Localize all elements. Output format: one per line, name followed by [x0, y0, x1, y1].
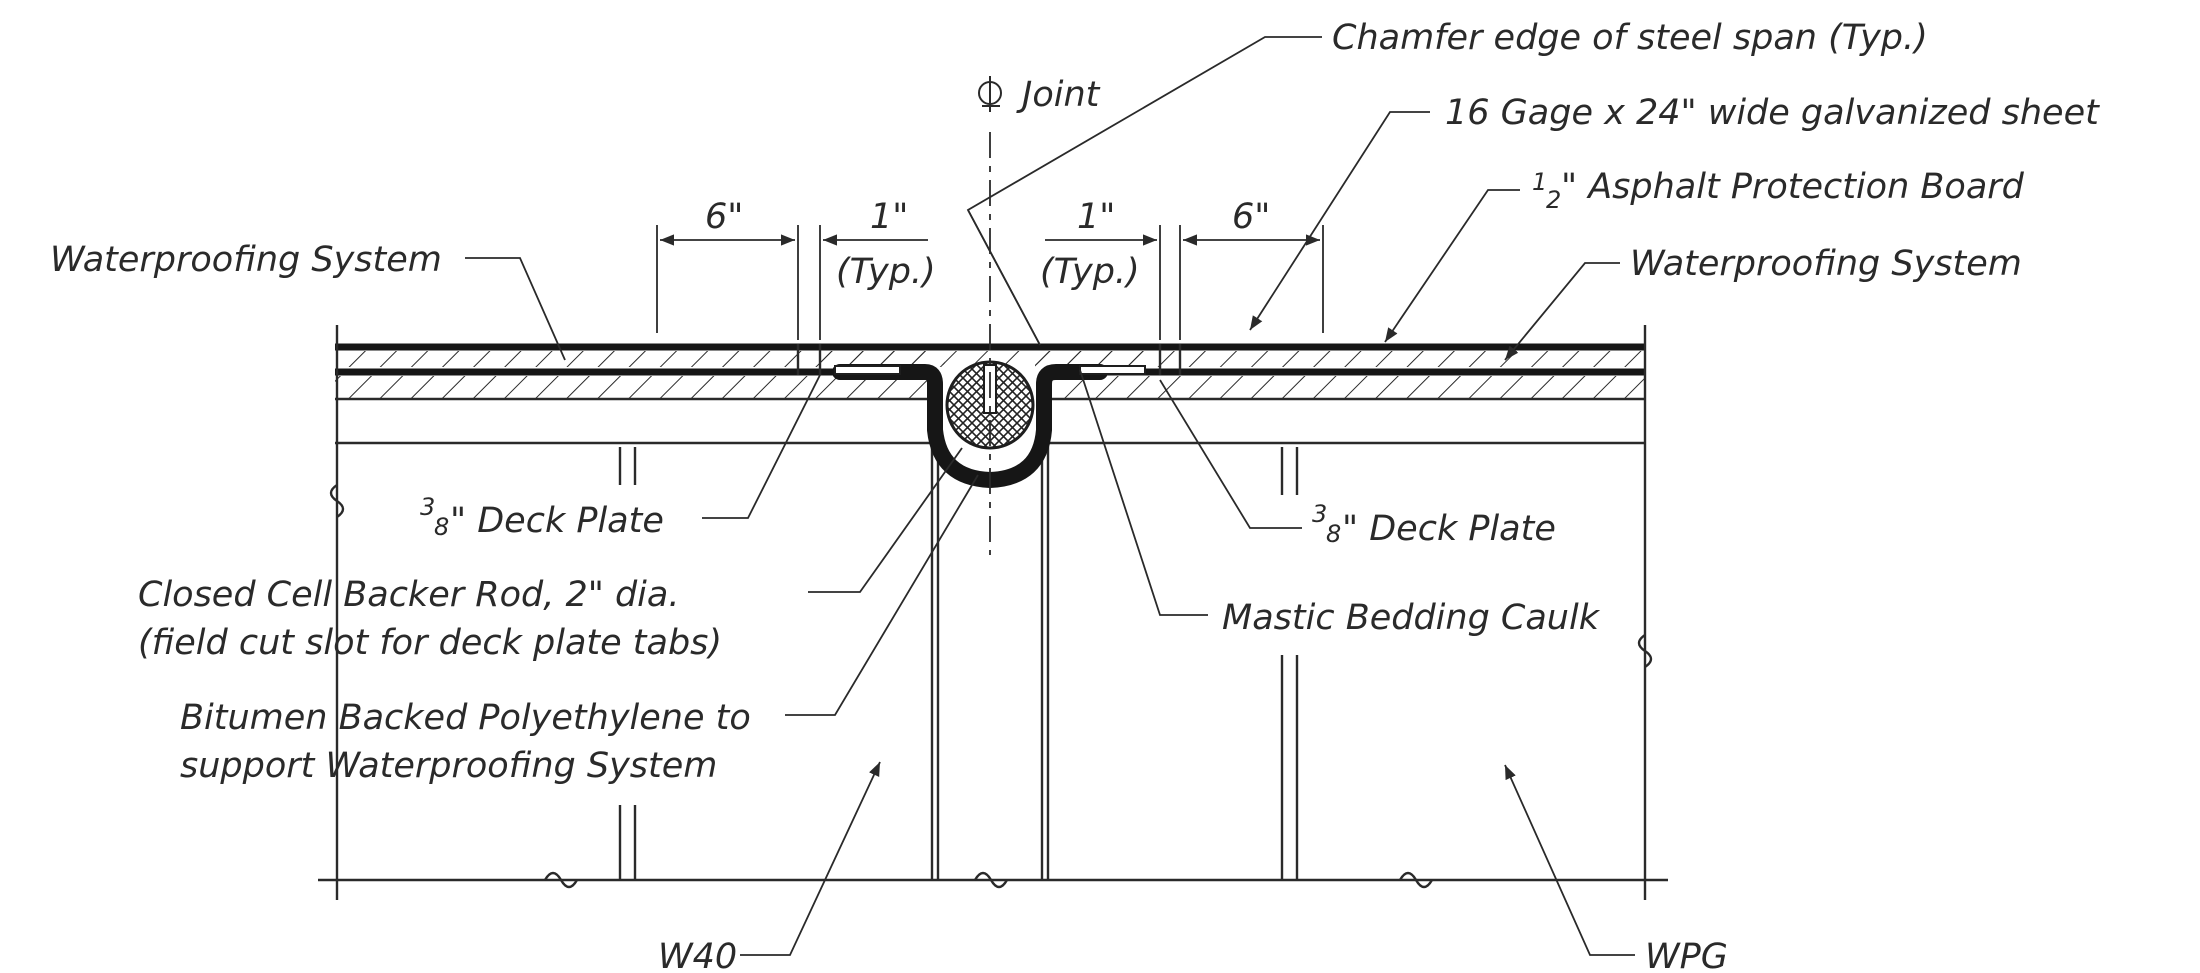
- beam-webs: [318, 445, 1668, 889]
- leader-backer-rod: [808, 447, 963, 593]
- deck-plate-hatch-left: [335, 376, 935, 398]
- cl-joint-label: Joint: [1016, 75, 1101, 115]
- deck-plate-left-text: " Deck Plate: [450, 501, 664, 541]
- label-deck-plate-right: 3 8 " Deck Plate: [1312, 500, 1556, 549]
- dim-right-1: 1": [1077, 197, 1115, 237]
- deck-plate-hatch-right: [1045, 376, 1645, 398]
- label-wpg: WPG: [1645, 937, 1728, 973]
- dimension-lines: 6" 1" (Typ.) 1" (Typ.) 6": [656, 197, 1324, 340]
- leader-waterproofing-right: [1504, 262, 1620, 361]
- leader-deck-plate-left: [702, 374, 821, 519]
- left-break-mark: [329, 484, 345, 518]
- label-w40: W40: [658, 937, 737, 973]
- dim-left-1: 1": [870, 197, 908, 237]
- bottom-break-mark-2: [973, 871, 1009, 889]
- label-mastic-bedding-caulk: Mastic Bedding Caulk: [1222, 598, 1601, 638]
- asphalt-board-fraction-num: 1: [1532, 168, 1547, 196]
- label-backer-rod-line2: (field cut slot for deck plate tabs): [138, 623, 722, 663]
- leader-deck-plate-right: [1159, 379, 1302, 529]
- leader-w40: [740, 761, 881, 956]
- label-waterproofing-right: Waterproofing System: [1630, 244, 2022, 284]
- deck-plate-left-num: 3: [420, 493, 435, 521]
- label-waterproofing-left: Waterproofing System: [50, 240, 442, 280]
- deck-layers: [329, 325, 1653, 900]
- label-galvanized-sheet: 16 Gage x 24" wide galvanized sheet: [1445, 93, 2100, 133]
- label-deck-plate-left: 3 8 " Deck Plate: [420, 493, 664, 541]
- deck-plate-right-text: " Deck Plate: [1342, 509, 1556, 549]
- leader-chamfer-2: [967, 209, 1041, 346]
- centerline-symbol: [978, 76, 1002, 112]
- asphalt-board-fraction-den: 2: [1546, 186, 1561, 214]
- label-bitumen-line2: support Waterproofing System: [180, 746, 717, 786]
- leader-waterproofing-left: [465, 257, 566, 361]
- dim-left-6: 6": [705, 197, 743, 237]
- right-break-mark: [1637, 634, 1653, 668]
- label-bitumen-line1: Bitumen Backed Polyethylene to: [180, 698, 751, 738]
- leader-bitumen: [785, 474, 979, 716]
- annotation-labels: Chamfer edge of steel span (Typ.) 16 Gag…: [50, 18, 2100, 973]
- dim-right-typ: (Typ.): [1040, 252, 1140, 292]
- dim-left-typ: (Typ.): [836, 252, 936, 292]
- label-backer-rod-line1: Closed Cell Backer Rod, 2" dia.: [138, 575, 679, 615]
- bottom-break-mark-1: [543, 871, 579, 889]
- label-asphalt-board: 1 2 " Asphalt Protection Board: [1532, 167, 2025, 214]
- leader-galvanized-sheet: [1249, 111, 1430, 331]
- deck-plate-end-right: [1079, 365, 1146, 375]
- deck-plate-right-den: 8: [1326, 520, 1341, 548]
- upper-hatch-band-right: [1035, 351, 1645, 367]
- dim-right-6: 6": [1232, 197, 1270, 237]
- deck-plate-left-den: 8: [434, 513, 449, 541]
- leader-asphalt-board: [1384, 189, 1520, 343]
- upper-hatch-band-left: [335, 351, 945, 367]
- bottom-break-mark-3: [1398, 871, 1434, 889]
- joint-centerline: Joint: [978, 75, 1101, 555]
- label-chamfer-edge: Chamfer edge of steel span (Typ.): [1332, 18, 1928, 58]
- deck-plate-right-num: 3: [1312, 500, 1327, 528]
- leader-lines: [465, 36, 1635, 956]
- deck-plate-end-left: [834, 365, 901, 375]
- asphalt-board-text: " Asphalt Protection Board: [1561, 167, 2025, 207]
- leader-wpg: [1504, 764, 1635, 956]
- leader-mastic: [1079, 369, 1208, 616]
